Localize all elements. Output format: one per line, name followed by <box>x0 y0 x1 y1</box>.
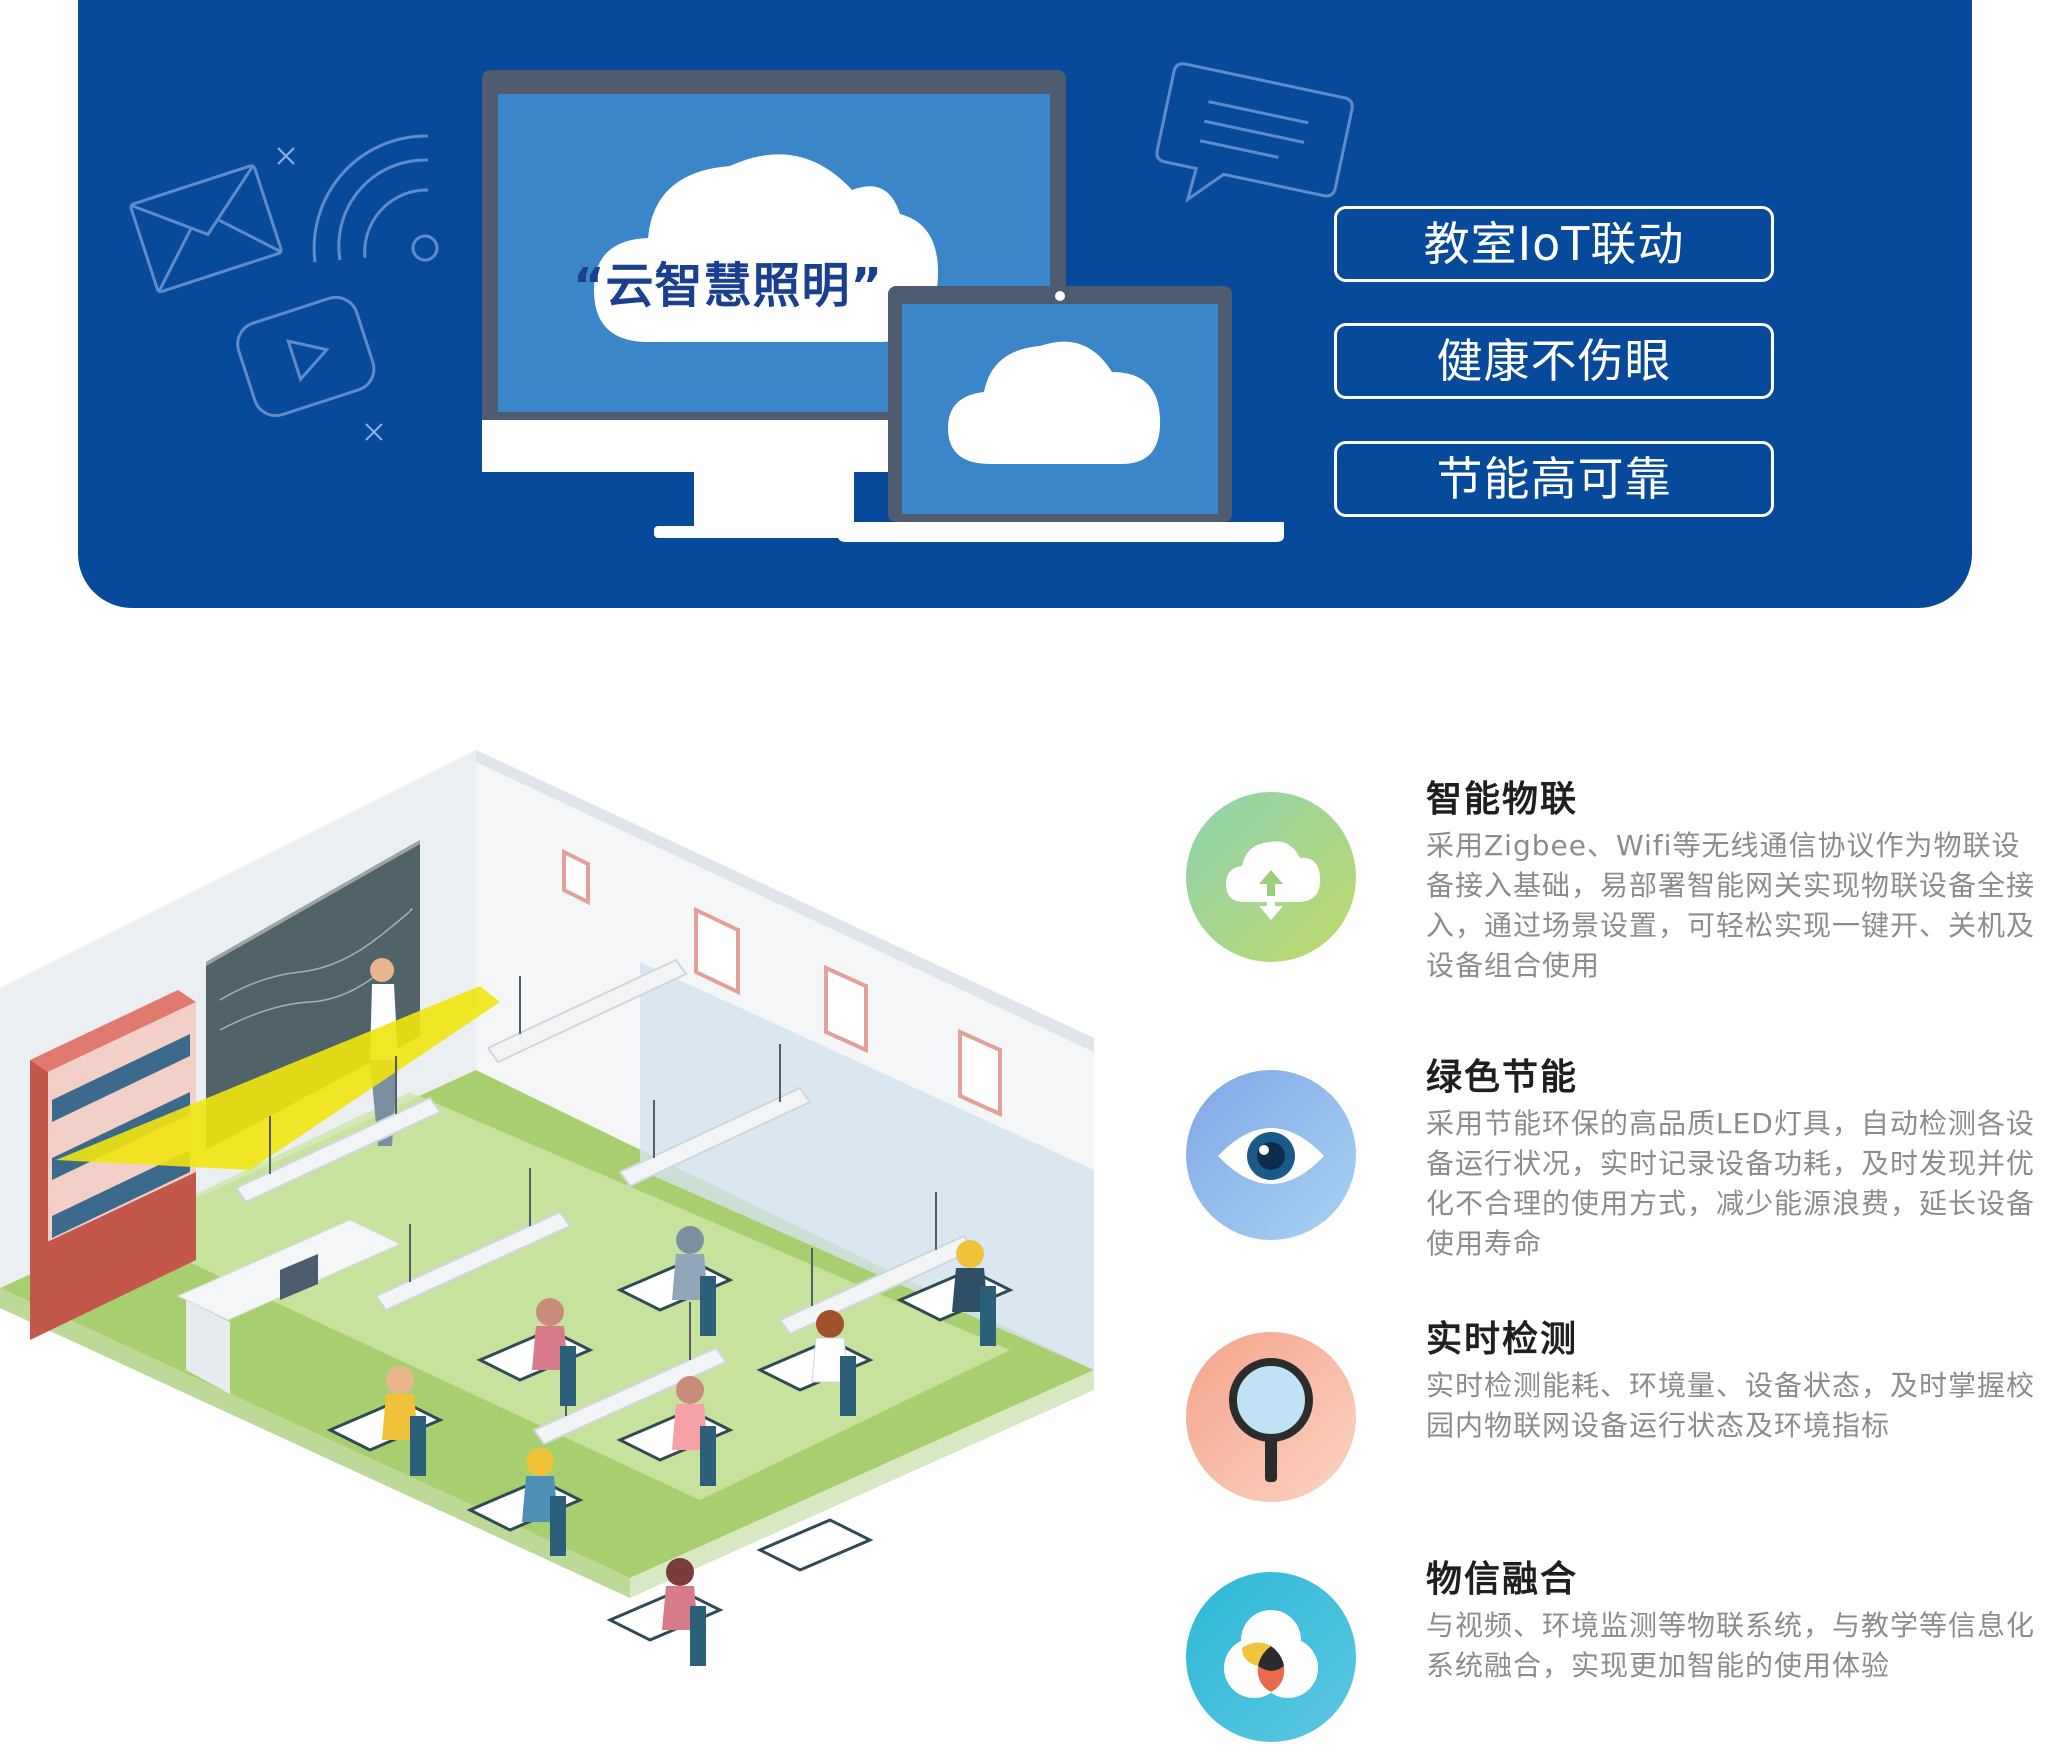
blackboard <box>206 840 420 1150</box>
wall-portraits <box>562 848 1002 1118</box>
venn-icon <box>1186 1572 1356 1742</box>
wifi-signal-icon <box>312 134 439 263</box>
magnifier-icon <box>1186 1332 1356 1502</box>
feature-energy-saving: 绿色节能 采用节能环保的高品质LED灯具，自动检测各设备运行状况，实时记录设备功… <box>1186 1057 2046 1260</box>
feature-button-iot[interactable]: 教室IoT联动 <box>1334 206 1774 282</box>
students <box>382 1226 988 1630</box>
banner-illustration <box>129 62 1354 542</box>
feature-iot: 智能物联 采用Zigbee、Wifi等无线通信协议作为物联设备接入基础，易部署智… <box>1186 779 2046 982</box>
cloud-sync-icon <box>1186 792 1356 962</box>
feature-title: 绿色节能 <box>1426 1057 1579 1098</box>
chat-bubble-icon <box>1155 62 1354 204</box>
cloud-icon <box>594 154 938 342</box>
ceiling-lamps <box>234 958 976 1446</box>
feature-title: 智能物联 <box>1426 779 1579 820</box>
feature-description: 采用Zigbee、Wifi等无线通信协议作为物联设备接入基础，易部署智能网关实现… <box>1426 829 2036 982</box>
teacher-desk <box>176 1219 402 1394</box>
feature-description: 与视频、环境监测等物联系统，与教学等信息化系统融合，实现更加智能的使用体验 <box>1426 1609 2036 1682</box>
cloud-title: “云智慧照明” <box>572 258 884 314</box>
feature-title: 实时检测 <box>1426 1319 1579 1360</box>
chairs <box>410 1276 996 1666</box>
feature-description: 采用节能环保的高品质LED灯具，自动检测各设备运行状况，实时记录设备功耗，及时发… <box>1426 1107 2036 1260</box>
feature-real-time-monitoring: 实时检测 实时检测能耗、环境量、设备状态，及时掌握校园内物联网设备运行状态及环境… <box>1186 1319 2046 1512</box>
feature-integration: 物信融合 与视频、环境监测等物联系统，与教学等信息化系统融合，实现更加智能的使用… <box>1186 1559 2046 1752</box>
envelope-icon <box>129 164 283 294</box>
feature-title: 物信融合 <box>1426 1559 1579 1600</box>
feature-button-energy[interactable]: 节能高可靠 <box>1334 441 1774 517</box>
cloud-icon <box>948 341 1161 464</box>
classroom-illustration <box>0 746 1094 1666</box>
eye-icon <box>1186 1070 1356 1240</box>
feature-description: 实时检测能耗、环境量、设备状态，及时掌握校园内物联网设备运行状态及环境指标 <box>1426 1369 2036 1442</box>
laptop <box>838 286 1284 542</box>
feature-button-eye-care[interactable]: 健康不伤眼 <box>1334 323 1774 399</box>
play-icon <box>236 295 376 418</box>
light-beam <box>56 986 500 1170</box>
